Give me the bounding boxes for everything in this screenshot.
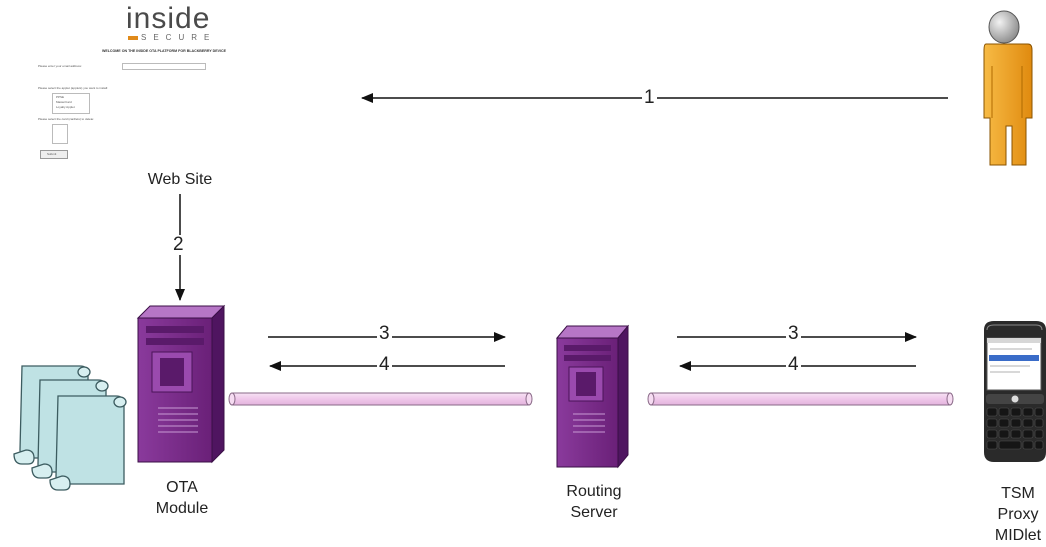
arrow-1-number: 1 [642, 87, 657, 108]
pipe-ota-to-routing [228, 392, 533, 406]
website-applet-listbox[interactable]: PPSE MasterCard Loyalty Applet [52, 93, 90, 114]
tsm-proxy-midlet-label-line: Proxy [997, 506, 1039, 523]
routing-server-label-line: Server [570, 504, 618, 521]
user-person-icon [983, 10, 1033, 166]
website-applet-option[interactable]: Loyalty Applet [56, 105, 75, 109]
arrow-3-right-number: 3 [786, 323, 801, 344]
website-cardlet-listbox[interactable] [52, 124, 68, 144]
inside-logo-subtext: SECURE [128, 33, 216, 42]
website-welcome-heading: WELCOME ON THE INSIDE OTA PLATFORM FOR B… [101, 49, 227, 53]
inside-logo-text: inside [126, 2, 211, 35]
routing-server-label: Routing Server [544, 481, 644, 523]
ota-server-icon [136, 304, 226, 464]
arrow-2-number: 2 [171, 234, 186, 255]
website-applet-option[interactable]: MasterCard [56, 100, 72, 104]
ota-module-label-line: Module [155, 500, 209, 517]
tsm-proxy-midlet-label-line: MIDlet [994, 527, 1042, 544]
website-screenshot: inside SECURE WELCOME ON THE INSIDE OTA … [34, 2, 286, 162]
website-submit-button[interactable]: Submit [40, 150, 68, 159]
scroll-documents-icon [13, 365, 127, 491]
pipe-routing-to-phone [647, 392, 954, 406]
arrow-3-left-number: 3 [377, 323, 392, 344]
website-email-label: Please enter your email address: [38, 64, 82, 68]
web-site-label: Web Site [147, 171, 213, 188]
ota-module-label: OTA Module [132, 477, 232, 519]
ota-module-label-line: OTA [166, 479, 198, 496]
website-cardlet-label: Please select the card (cardlets) to del… [38, 117, 95, 121]
website-submit-label: Submit [47, 152, 57, 156]
routing-server-label-line: Routing [566, 483, 622, 500]
website-applet-option[interactable]: PPSE [56, 95, 65, 99]
tsm-proxy-midlet-label-line: TSM [1001, 485, 1035, 502]
tsm-proxy-midlet-label: TSM Proxy MIDlet [990, 483, 1046, 546]
routing-server-icon [555, 324, 630, 469]
website-email-input[interactable] [122, 63, 206, 70]
blackberry-phone-icon [984, 321, 1046, 462]
website-applet-label: Please select the applet (applets) you w… [38, 86, 108, 90]
arrow-4-left-number: 4 [377, 354, 392, 375]
arrow-4-right-number: 4 [786, 354, 801, 375]
